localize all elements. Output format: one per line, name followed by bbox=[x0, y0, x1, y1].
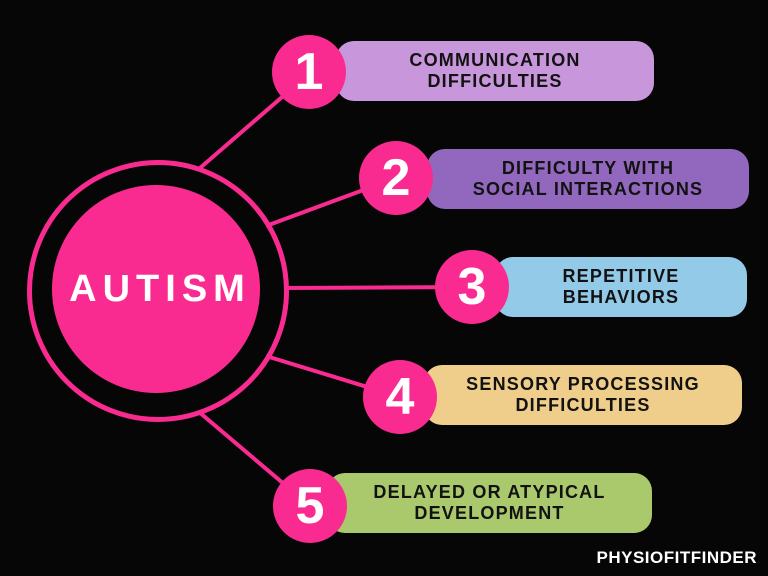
item-number-badge-2: 2 bbox=[359, 141, 433, 215]
brand-watermark: PHYSIOFITFINDER bbox=[596, 548, 757, 567]
item-label-3: REPETITIVE BEHAVIORS bbox=[562, 266, 680, 307]
center-outer-ring bbox=[27, 160, 289, 422]
item-number-1: 1 bbox=[294, 43, 324, 101]
item-number-3: 3 bbox=[457, 258, 487, 316]
item-number-badge-4: 4 bbox=[363, 360, 437, 434]
item-label-2: DIFFICULTY WITH SOCIAL INTERACTIONS bbox=[472, 158, 704, 199]
center-circle bbox=[52, 185, 260, 393]
item-card-1: COMMUNICATION DIFFICULTIES bbox=[336, 41, 654, 101]
item-number-badge-3: 3 bbox=[435, 250, 509, 324]
item-card-2: DIFFICULTY WITH SOCIAL INTERACTIONS bbox=[427, 149, 749, 209]
item-number-5: 5 bbox=[295, 477, 325, 535]
item-card-4: SENSORY PROCESSING DIFFICULTIES bbox=[424, 365, 742, 425]
item-card-5: DELAYED OR ATYPICAL DEVELOPMENT bbox=[327, 473, 652, 533]
item-number-badge-5: 5 bbox=[273, 469, 347, 543]
item-label-5: DELAYED OR ATYPICAL DEVELOPMENT bbox=[373, 482, 606, 523]
item-number-4: 4 bbox=[385, 368, 415, 426]
item-number-badge-1: 1 bbox=[272, 35, 346, 109]
item-card-3: REPETITIVE BEHAVIORS bbox=[495, 257, 747, 317]
item-label-4: SENSORY PROCESSING DIFFICULTIES bbox=[466, 374, 700, 415]
center-topic-label: AUTISM bbox=[69, 268, 251, 310]
item-label-1: COMMUNICATION DIFFICULTIES bbox=[409, 50, 581, 91]
item-number-2: 2 bbox=[381, 149, 411, 207]
